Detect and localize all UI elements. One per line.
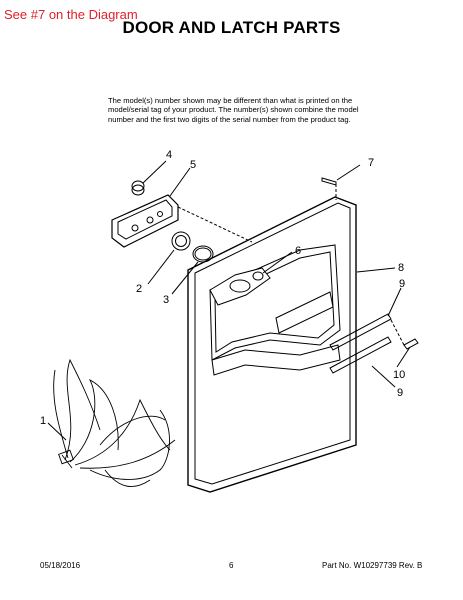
footer-page-number: 6 — [229, 561, 234, 570]
cap-part — [171, 231, 191, 251]
footer-part-number: Part No. W10297739 Rev. B — [322, 561, 423, 570]
callout-7: 7 — [368, 157, 374, 169]
control-module — [111, 194, 179, 248]
callout-9-lower: 9 — [397, 387, 403, 399]
door-panel — [187, 196, 357, 493]
callout-9-upper: 9 — [399, 278, 405, 290]
model-note: The model(s) number shown may be differe… — [108, 96, 359, 124]
callout-8: 8 — [398, 262, 404, 274]
page-title: DOOR AND LATCH PARTS — [122, 18, 341, 37]
callout-1: 1 — [40, 415, 46, 427]
dispenser-opening — [275, 291, 334, 334]
callout-3: 3 — [163, 294, 169, 306]
screw-top — [321, 177, 337, 186]
hinge-bracket-upper — [329, 313, 392, 351]
wire-harness — [53, 358, 176, 487]
hinge-bracket-lower — [329, 336, 392, 374]
gasket-part — [192, 245, 214, 263]
screw-bottom — [403, 338, 419, 350]
callout-10: 10 — [393, 369, 405, 381]
callout-4: 4 — [166, 149, 172, 161]
door-inner-panel — [209, 244, 341, 361]
door-panel-inner-edge — [194, 202, 351, 485]
dispenser-latch-part — [209, 267, 271, 306]
callout-5: 5 — [190, 159, 196, 171]
knob-part — [131, 184, 145, 196]
diagram-reference-label: See #7 on the Diagram — [4, 7, 138, 22]
footer-date: 05/18/2016 — [40, 561, 81, 570]
callout-2: 2 — [136, 283, 142, 295]
callout-6: 6 — [295, 245, 301, 257]
